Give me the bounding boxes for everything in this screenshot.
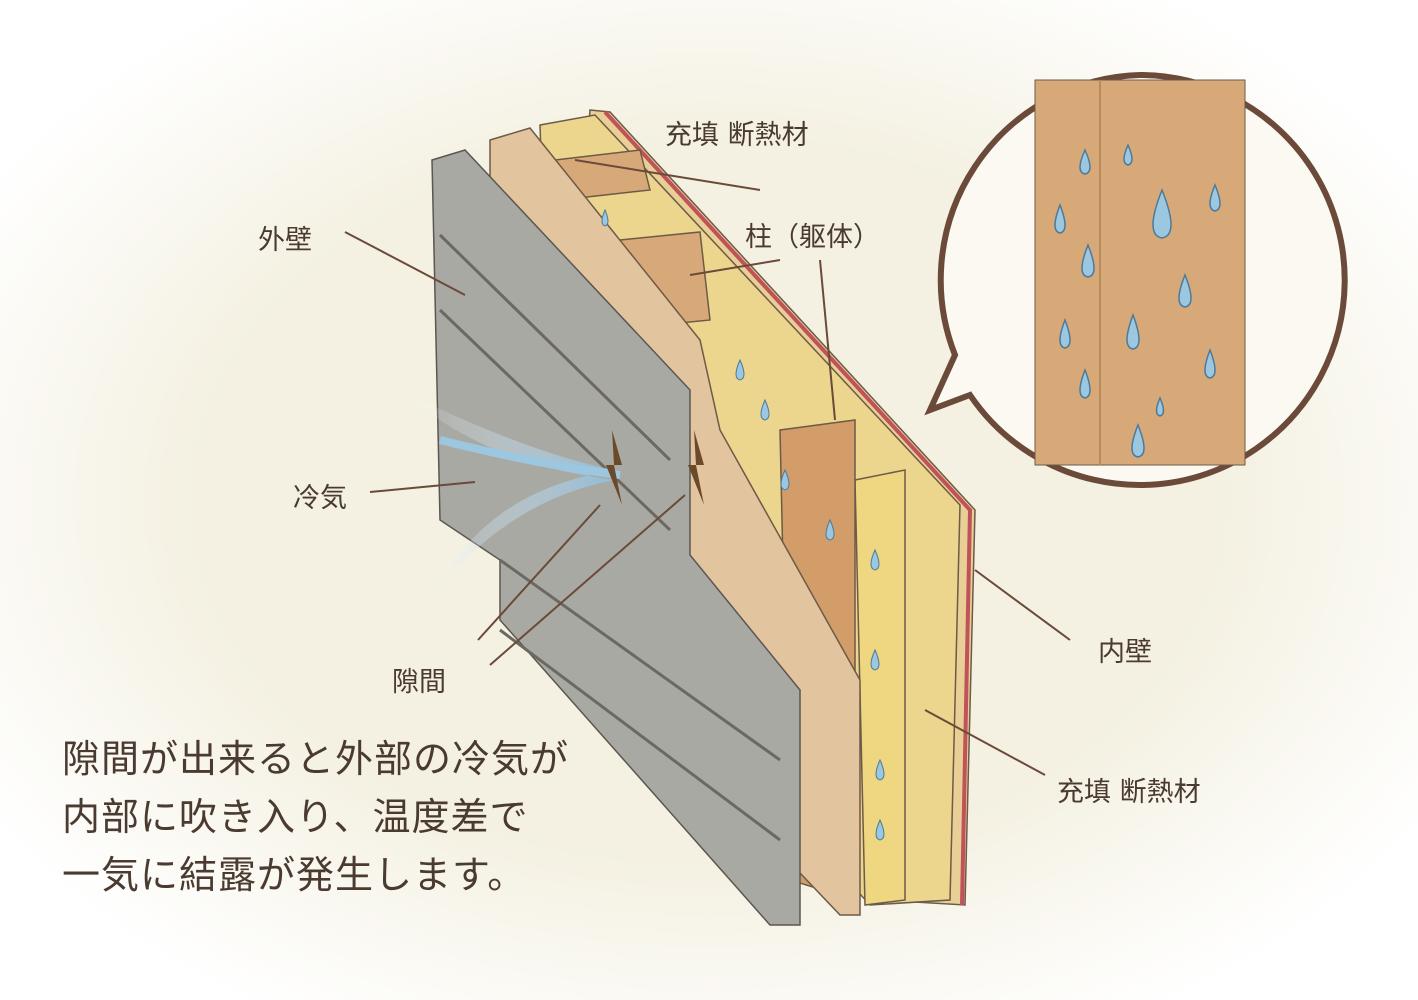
- description-text: 隙間が出来ると外部の冷気が 内部に吹き入り、温度差で 一気に結露が発生します。: [62, 730, 569, 904]
- label-insulation-bottom: 充填 断熱材: [1057, 777, 1201, 808]
- condensation-zoom-bubble: [924, 71, 1348, 488]
- label-interior-wall: 内壁: [1098, 637, 1152, 668]
- label-gap: 隙間: [392, 667, 446, 698]
- label-insulation-top: 充填 断熱材: [665, 120, 809, 151]
- description-line-2: 内部に吹き入り、温度差で: [62, 795, 529, 839]
- description-line-3: 一気に結露が発生します。: [62, 853, 527, 897]
- label-pillar: 柱（躯体）: [745, 222, 880, 253]
- water-droplets-wall: [601, 208, 885, 841]
- label-exterior-wall: 外壁: [258, 225, 312, 256]
- description-line-1: 隙間が出来ると外部の冷気が: [62, 737, 570, 781]
- gap-cracks: [606, 430, 704, 505]
- label-cold-air: 冷気: [293, 483, 347, 514]
- cold-air-flow: [400, 390, 621, 600]
- exterior-siding: [431, 149, 801, 926]
- leader-lines: [344, 159, 1071, 776]
